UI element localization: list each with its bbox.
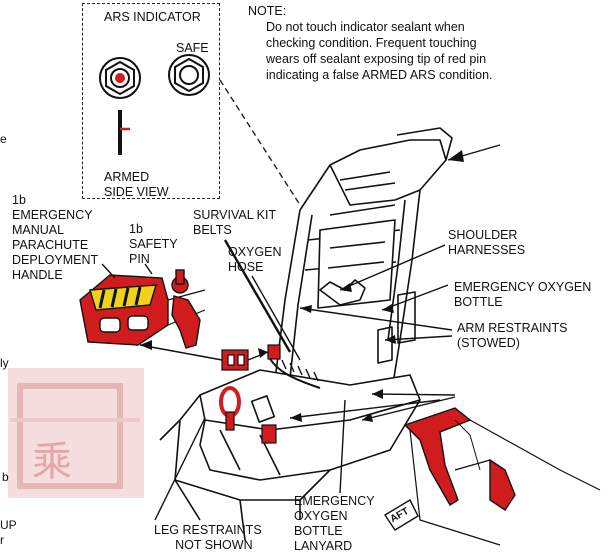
- safe-indicator-icon: [168, 54, 210, 96]
- oxygen-hose-label: OXYGEN HOSE: [228, 245, 282, 274]
- armed-indicator-icon: [99, 57, 141, 99]
- emergency-handle-label: 1b EMERGENCY MANUAL PARACHUTE DEPLOYMENT…: [12, 193, 99, 282]
- leg-restraints-label: LEG RESTRAINTS NOT SHOWN: [154, 523, 262, 552]
- red-seat-parts: [219, 344, 281, 444]
- leader-lines: [101, 144, 501, 521]
- ars-indicator-box: [82, 3, 220, 199]
- note-line: wears off sealant exposing tip of red pi…: [266, 52, 487, 66]
- oxygen-lanyard-label: EMERGENCY OXYGEN BOTTLE LANYARD: [294, 494, 375, 553]
- safety-pin-label: 1b SAFETY PIN: [129, 222, 178, 266]
- arm-restraint-detail: [403, 407, 601, 546]
- survival-kit-label: SURVIVAL KIT BELTS: [193, 208, 277, 237]
- edge-fragment: ly: [0, 356, 9, 370]
- edge-fragment: b: [2, 470, 9, 484]
- shoulder-harnesses-label: SHOULDER HARNESSES: [448, 228, 526, 257]
- armed-label: ARMED: [104, 170, 150, 184]
- note-heading: NOTE:: [248, 4, 287, 18]
- ejection-seat: [159, 127, 453, 541]
- armed-side-view-icon: [118, 110, 130, 155]
- emergency-handle-graphic: [79, 274, 206, 346]
- note-line: indicating a false ARMED ARS condition.: [266, 68, 493, 82]
- note-line: checking condition. Frequent touching: [266, 36, 477, 50]
- edge-fragment: e: [0, 132, 7, 146]
- aft-arrow: [384, 499, 419, 531]
- edge-fragment: r: [0, 533, 4, 547]
- arrow-heads: [140, 150, 464, 422]
- note-line: Do not touch indicator sealant when: [266, 20, 465, 34]
- indicator-leader-line: [219, 79, 301, 206]
- edge-fragment: UP: [0, 518, 17, 532]
- safety-pin-graphic: [171, 269, 201, 349]
- safe-label: SAFE: [176, 41, 209, 55]
- arm-restraints-label: ARM RESTRAINTS (STOWED): [457, 321, 568, 350]
- side-view-label: SIDE VIEW: [104, 185, 169, 199]
- stamp-glyph: 乘: [32, 439, 72, 485]
- red-stamp: [8, 368, 144, 498]
- emergency-oxygen-bottle-label: EMERGENCY OXYGEN BOTTLE: [454, 280, 592, 309]
- ars-indicator-title: ARS INDICATOR: [104, 10, 201, 24]
